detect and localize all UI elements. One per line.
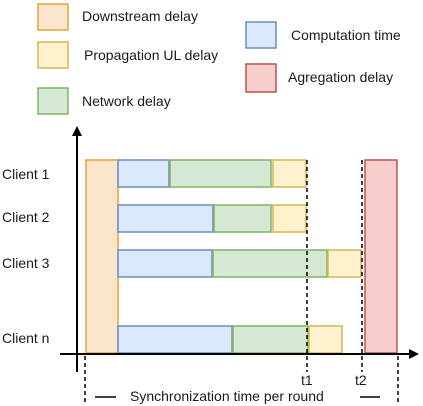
t2-label: t2 (355, 372, 367, 388)
client-2-propagation-bar (272, 204, 307, 233)
client-3-network-bar (212, 249, 328, 278)
legend-label-aggregation: Agregation delay (288, 69, 393, 85)
legend-item-computation: Computation time (245, 21, 401, 49)
client-1-propagation-bar (272, 159, 307, 188)
client-3-row (117, 249, 362, 278)
legend-label-downstream: Downstream delay (82, 8, 198, 24)
legend-item-propagation-ul: Propagation UL delay (37, 41, 218, 69)
legend-item-aggregation: Agregation delay (245, 63, 393, 93)
client-2-computation-bar (117, 204, 214, 233)
legend-swatch-downstream (37, 3, 69, 31)
legend-swatch-propagation-ul (37, 41, 69, 69)
client-label-2: Client 2 (2, 209, 50, 225)
legend-swatch-aggregation (245, 63, 277, 93)
legend-item-network: Network delay (37, 87, 171, 115)
client-label-3: Client 3 (2, 255, 50, 271)
client-1-computation-bar (117, 159, 170, 188)
legend-label-computation: Computation time (291, 27, 401, 43)
client-labels: Client 1 Client 2 Client 3 Client n (2, 166, 50, 346)
client-1-network-bar (169, 159, 272, 188)
time-markers (84, 160, 399, 404)
axes (60, 126, 419, 372)
client-3-propagation-bar (327, 249, 362, 278)
client-2-network-bar (213, 204, 272, 233)
sync-time-span: Synchronization time per round (95, 388, 380, 404)
client-2-row (117, 204, 307, 233)
legend-swatch-computation (245, 21, 277, 49)
client-label-n: Client n (2, 330, 49, 346)
legend: Downstream delay Propagation UL delay Ne… (37, 3, 401, 115)
t1-label: t1 (301, 372, 313, 388)
client-n-computation-bar (117, 325, 233, 354)
legend-label-network: Network delay (82, 93, 171, 109)
legend-label-propagation-ul: Propagation UL delay (84, 47, 218, 63)
client-1-row (117, 159, 307, 188)
client-n-propagation-bar (308, 325, 343, 354)
sync-time-label: Synchronization time per round (130, 388, 324, 404)
client-n-network-bar (232, 325, 309, 354)
client-3-computation-bar (117, 249, 213, 278)
legend-item-downstream: Downstream delay (37, 3, 198, 31)
client-label-1: Client 1 (2, 166, 50, 182)
legend-swatch-network (37, 87, 69, 115)
aggregation-delay-bar (364, 159, 398, 354)
client-n-row (117, 325, 343, 354)
downstream-delay-bar (85, 159, 119, 354)
